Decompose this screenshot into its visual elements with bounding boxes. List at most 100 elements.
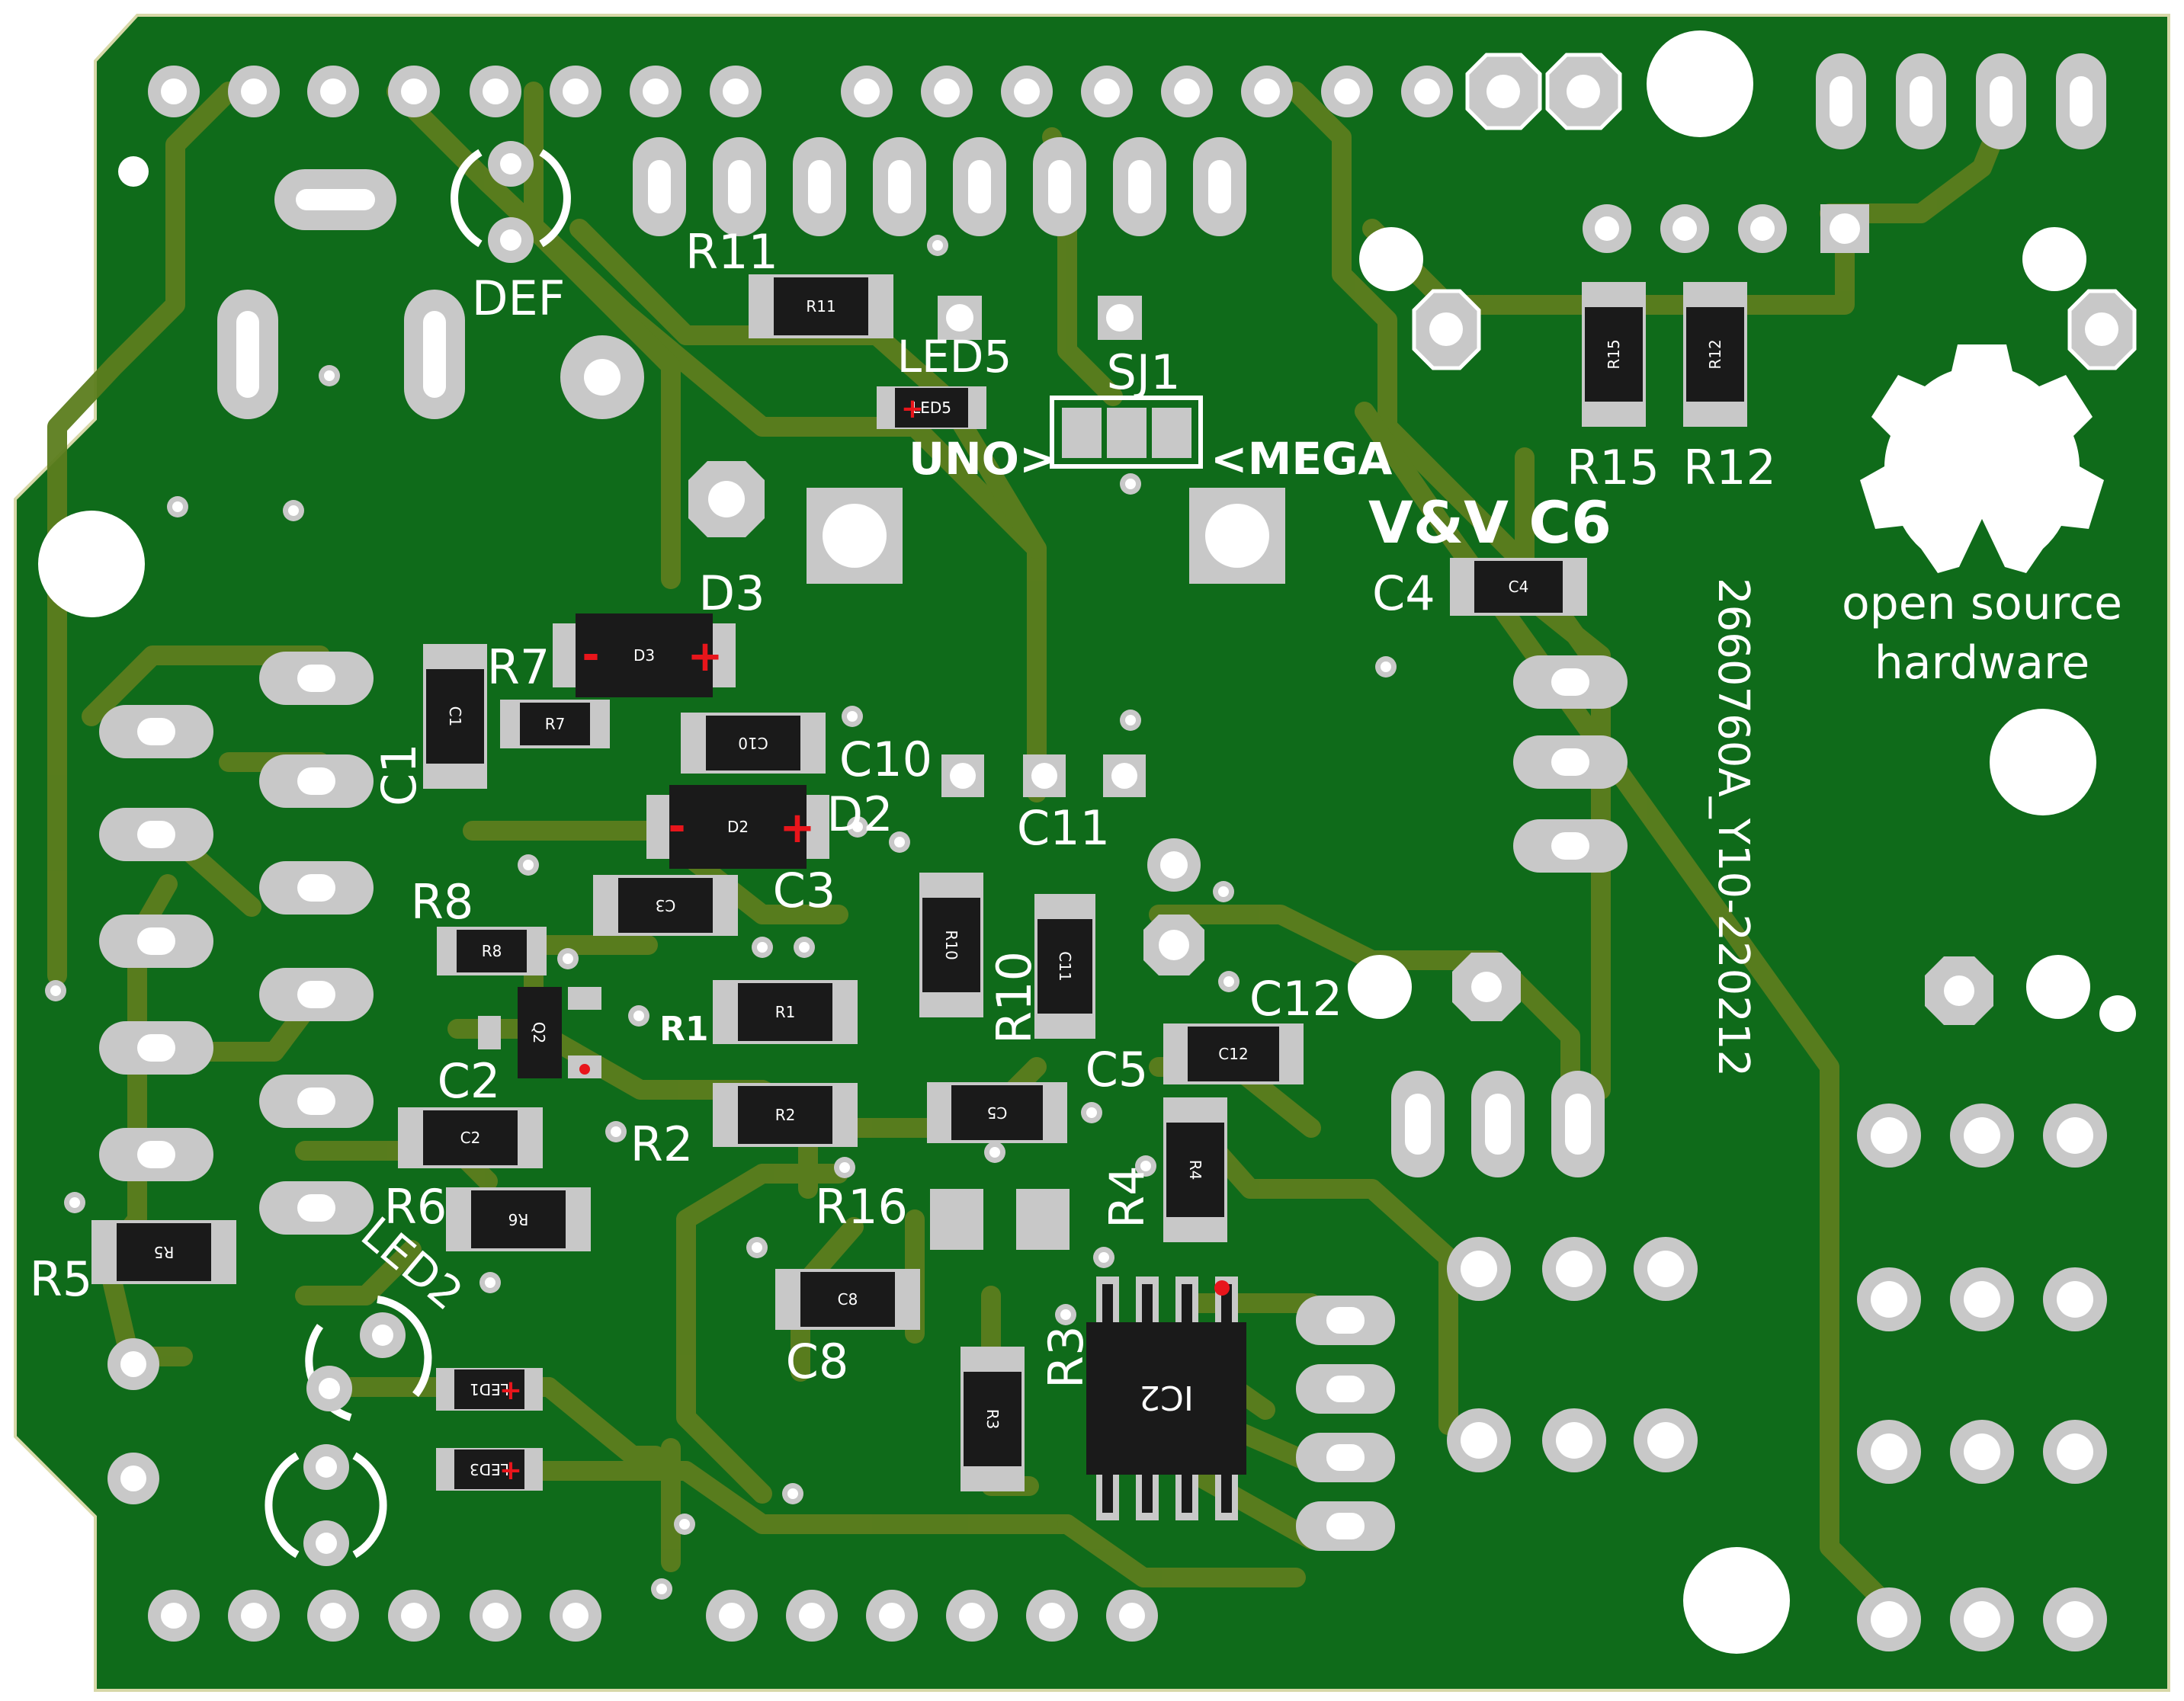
d2-marking: D2 xyxy=(727,818,749,836)
c11[interactable]: C11 xyxy=(1034,894,1095,1039)
d2-minus: - xyxy=(668,802,685,851)
ic2[interactable]: IC2 xyxy=(1086,1277,1246,1520)
r1[interactable]: R1 xyxy=(713,980,858,1044)
header-pin-octagon xyxy=(1465,53,1542,130)
r7-marking: R7 xyxy=(545,715,566,733)
r6[interactable]: R6 xyxy=(446,1187,591,1251)
c4-marking: C4 xyxy=(1509,578,1529,596)
r12[interactable]: R12 xyxy=(1683,282,1747,427)
label-r3: R3 xyxy=(1038,1325,1094,1389)
c10-marking: C10 xyxy=(738,734,768,752)
c3[interactable]: C3 xyxy=(593,875,738,936)
header-pin xyxy=(388,66,440,117)
label-r2: R2 xyxy=(630,1116,694,1172)
square-pads xyxy=(807,204,1869,1250)
d2-plus: + xyxy=(780,803,816,853)
label-c8: C8 xyxy=(786,1334,849,1389)
label-c1: C1 xyxy=(371,743,427,806)
r8[interactable]: R8 xyxy=(437,927,547,975)
c2[interactable]: C2 xyxy=(398,1107,543,1168)
r3-marking: R3 xyxy=(983,1409,1002,1430)
r2[interactable]: R2 xyxy=(713,1083,858,1147)
led3[interactable]: LED3 + xyxy=(436,1448,543,1491)
r15[interactable]: R15 xyxy=(1582,282,1646,427)
label-r11: R11 xyxy=(685,224,778,280)
c1[interactable]: C1 xyxy=(423,644,487,789)
c12[interactable]: C12 xyxy=(1163,1023,1304,1084)
c12-marking: C12 xyxy=(1218,1045,1248,1063)
octagon-pads xyxy=(688,289,2137,1025)
via-holes xyxy=(50,240,1391,1594)
label-c5: C5 xyxy=(1086,1042,1149,1097)
c10[interactable]: C10 xyxy=(681,713,826,774)
header-pin xyxy=(1081,66,1133,117)
label-c11: C11 xyxy=(1017,800,1110,856)
d2[interactable]: D2 - + xyxy=(646,785,829,869)
label-r10: R10 xyxy=(986,951,1042,1044)
r4-marking: R4 xyxy=(1186,1160,1204,1180)
d3-marking: D3 xyxy=(633,646,655,665)
r5[interactable]: R5 xyxy=(91,1220,236,1284)
header-pin xyxy=(228,66,280,117)
label-mega: <MEGA xyxy=(1211,433,1393,485)
small-round-pads xyxy=(560,204,1787,797)
r11[interactable]: R11 xyxy=(749,274,893,338)
led1[interactable]: LED1 + xyxy=(436,1368,543,1411)
led5-plus: + xyxy=(901,393,924,424)
header-pin xyxy=(921,66,973,117)
label-r6: R6 xyxy=(384,1179,447,1235)
c5[interactable]: C5 xyxy=(927,1082,1067,1143)
board-substrate xyxy=(14,14,2170,1692)
r1-marking: R1 xyxy=(775,1003,796,1021)
d3-minus: - xyxy=(582,630,599,680)
label-r1: R1 xyxy=(659,1010,709,1049)
led5-marking: LED5 xyxy=(912,399,951,417)
header-pin xyxy=(307,66,359,117)
r10[interactable]: R10 xyxy=(919,873,983,1017)
q2-marking: Q2 xyxy=(530,1022,548,1043)
open-source-hardware-logo-icon xyxy=(1860,344,2104,573)
r6-marking: R6 xyxy=(508,1210,529,1228)
label-d3: D3 xyxy=(698,565,765,621)
r8-marking: R8 xyxy=(482,942,502,960)
led3-plus: + xyxy=(499,1455,522,1486)
label-r8: R8 xyxy=(411,874,474,930)
label-d2: D2 xyxy=(826,786,893,842)
r12-marking: R12 xyxy=(1706,339,1724,369)
c4[interactable]: C4 xyxy=(1450,558,1587,616)
sj1-jumper[interactable] xyxy=(1050,396,1203,469)
c8-marking: C8 xyxy=(838,1290,858,1309)
header-pin xyxy=(1241,66,1293,117)
header-pin xyxy=(148,66,200,117)
label-osh-line2: hardware xyxy=(1875,636,2090,690)
led1-plus: + xyxy=(499,1375,522,1406)
led2-footprint xyxy=(265,1296,432,1566)
c8[interactable]: C8 xyxy=(775,1269,920,1330)
r7[interactable]: R7 xyxy=(500,700,610,748)
d3[interactable]: D3 - + xyxy=(553,613,736,697)
r4[interactable]: R4 xyxy=(1163,1097,1227,1242)
header-bottom xyxy=(107,1338,1158,1642)
label-c12: C12 xyxy=(1249,971,1342,1027)
q2[interactable]: Q2 xyxy=(478,987,601,1078)
right-slot-pads xyxy=(1296,655,1628,1551)
header-pin xyxy=(1161,66,1213,117)
r3[interactable]: R3 xyxy=(961,1347,1025,1491)
label-c3: C3 xyxy=(773,863,836,918)
label-c10: C10 xyxy=(839,732,932,787)
slot-pads-row-top xyxy=(633,137,1246,236)
header-top-left xyxy=(148,66,762,117)
label-sj1: SJ1 xyxy=(1106,344,1180,400)
c11-marking: C11 xyxy=(1056,951,1074,981)
led5[interactable]: LED5 + xyxy=(877,386,986,429)
led1-marking: LED1 xyxy=(470,1380,509,1398)
c5-marking: C5 xyxy=(987,1104,1008,1122)
d3-plus: + xyxy=(688,632,723,681)
header-pin xyxy=(550,66,601,117)
header-top-right xyxy=(841,53,1622,130)
slot-pads-top-right xyxy=(1816,53,2106,149)
header-pin xyxy=(1321,66,1373,117)
header-pin xyxy=(841,66,893,117)
r2-marking: R2 xyxy=(775,1106,796,1124)
